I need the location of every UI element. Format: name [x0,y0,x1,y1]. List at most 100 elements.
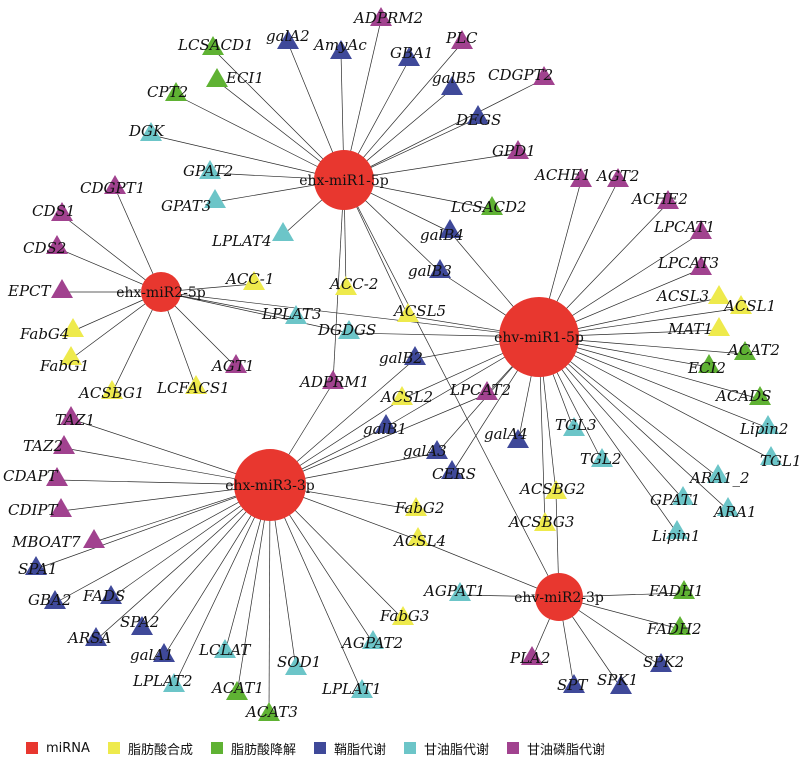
legend-label-fatty-acid-degradation: 脂肪酸降解 [230,742,296,758]
gene-node-LPLAT4 [272,222,294,241]
gene-label-LCSACD2: LCSACD2 [450,198,527,216]
gene-node-ADPRM1 [322,370,344,389]
gene-node-ECI1 [206,68,228,87]
gene-label-GPAT3: GPAT3 [161,197,211,215]
gene-label-galA2: galA2 [266,27,310,45]
gene-node-FabG4 [62,318,84,337]
edge-DGK-m1 [150,134,345,181]
edge-GBA2-m3 [54,484,271,604]
gene-node-ARA1 [717,497,739,516]
gene-node-galA1 [153,643,175,662]
gene-label-galA3: galA3 [403,442,447,460]
gene-node-LPCAT3 [690,256,712,275]
legend-item-glycerolipid: 甘油脂代谢 [403,739,489,758]
mirna-node-m1 [314,150,374,210]
mirna-label-m3: ehx-miR3-3p [225,478,315,494]
gene-node-galA2 [277,30,299,49]
gene-label-GPAT1: GPAT1 [650,491,700,509]
edge-CDS1-m2 [61,214,162,293]
gene-label-ADPRM1: ADPRM1 [298,373,369,391]
gene-label-galB5: galB5 [432,69,476,87]
edge-ARSA-m3 [95,484,271,641]
gene-node-GBA2 [44,590,66,609]
legend-label-glycerophospholipid: 甘油磷脂代谢 [527,742,606,758]
gene-label-LPCAT3: LPCAT3 [657,254,719,272]
network-diagram: ehx-miR1-5pehx-miR2-5pehx-miR3-3pehv-miR… [3,7,800,721]
gene-node-TGL3 [563,417,585,436]
gene-label-ACAT3: ACAT3 [244,703,298,721]
gene-node-CDGPT1 [104,175,126,194]
edge-LPCAT2-m3 [269,393,488,486]
gene-label-LPCAT1: LPCAT1 [653,218,715,236]
gene-label-LPCAT2: LPCAT2 [449,381,511,399]
gene-node-galB3 [429,259,451,278]
gene-label-AGPAT1: AGPAT1 [422,582,485,600]
gene-label-DEGS: DEGS [455,111,501,129]
gene-node-Lipin2 [757,415,779,434]
edge-LCSACD1-m1 [212,48,345,181]
legend-label-glycerolipid: 甘油脂代谢 [423,742,489,758]
gene-label-CDGPT2: CDGPT2 [488,66,553,84]
gene-node-galB2 [404,346,426,365]
gene-node-ACC-1 [243,271,265,290]
gene-node-SPK1 [610,675,632,694]
gene-node-GPD1 [507,140,529,159]
gene-label-ACSBG2: ACSBG2 [518,480,585,498]
gene-label-AGPAT2: AGPAT2 [340,634,403,652]
gene-node-TGL1 [760,446,782,465]
edge-m1-v2 [343,179,560,598]
gene-label-TGL3: TGL3 [555,416,597,434]
gene-node-FabG1 [60,346,82,365]
gene-node-MAT1 [708,317,730,336]
gene-label-ADPRM2: ADPRM2 [352,9,423,27]
gene-node-galA4 [507,429,529,448]
gene-label-ACSL5: ACSL5 [392,302,446,320]
gene-label-galB1: galB1 [363,420,407,438]
gene-node-ACAT3 [258,702,280,721]
edge-CPT2-m1 [175,94,345,181]
gene-label-ACAT1: ACAT1 [210,679,264,697]
gene-label-ACC-2: ACC-2 [328,275,378,293]
gene-label-CERS: CERS [432,465,476,483]
gene-node-LPCAT2 [476,381,498,400]
gene-label-galB4: galB4 [420,226,464,244]
gene-node-FADH2 [669,616,691,635]
gene-label-LPLAT4: LPLAT4 [211,232,272,250]
gene-label-LCSACD1: LCSACD1 [177,36,254,54]
gene-node-CDIPT [50,498,72,517]
gene-node-DGDGS [338,320,360,339]
gene-node-LPLAT1 [351,679,373,698]
gene-label-LCLAT: LCLAT [198,641,251,659]
legend-label-mirna: miRNA [46,740,90,756]
edge-CDGPT2-m1 [343,78,545,181]
gene-label-ACSL1: ACSL1 [722,297,776,315]
gene-label-FADH1: FADH1 [648,582,704,600]
gene-label-GPD1: GPD1 [492,142,536,160]
gene-node-GPAT3 [204,189,226,208]
gene-label-SOD1: SOD1 [277,653,321,671]
gene-node-ECI2 [698,354,720,373]
gene-node-ACHE2 [657,190,679,209]
legend-label-sphingolipid: 鞘脂代谢 [333,742,386,758]
gene-label-ACSL3: ACSL3 [655,287,709,305]
gene-node-Lipin1 [666,520,688,539]
mirna-label-v2: ehv-miR2-3p [514,590,604,606]
gene-label-ACSBG1: ACSBG1 [77,384,144,402]
gene-node-ACAT2 [734,341,756,360]
gene-node-AGT1 [225,354,247,373]
mirna-node-v2 [535,573,583,621]
gene-label-FabG3: FabG3 [379,607,429,625]
gene-label-AGT2: AGT2 [595,167,639,185]
gene-label-AGT1: AGT1 [210,357,254,375]
legend-swatch-fatty-acid-degradation [210,742,223,754]
gene-node-ACSBG3 [534,512,556,531]
gene-node-SPA2 [131,616,153,635]
gene-node-ARA1_2 [707,464,729,483]
gene-node-SPA1 [25,556,47,575]
gene-label-galB3: galB3 [408,262,452,280]
gene-node-ACSL2 [391,386,413,405]
gene-label-galA1: galA1 [130,646,174,664]
gene-node-CDGPT2 [533,66,555,85]
gene-node-TGL2 [591,448,613,467]
gene-label-ACC-1: ACC-1 [224,270,274,288]
